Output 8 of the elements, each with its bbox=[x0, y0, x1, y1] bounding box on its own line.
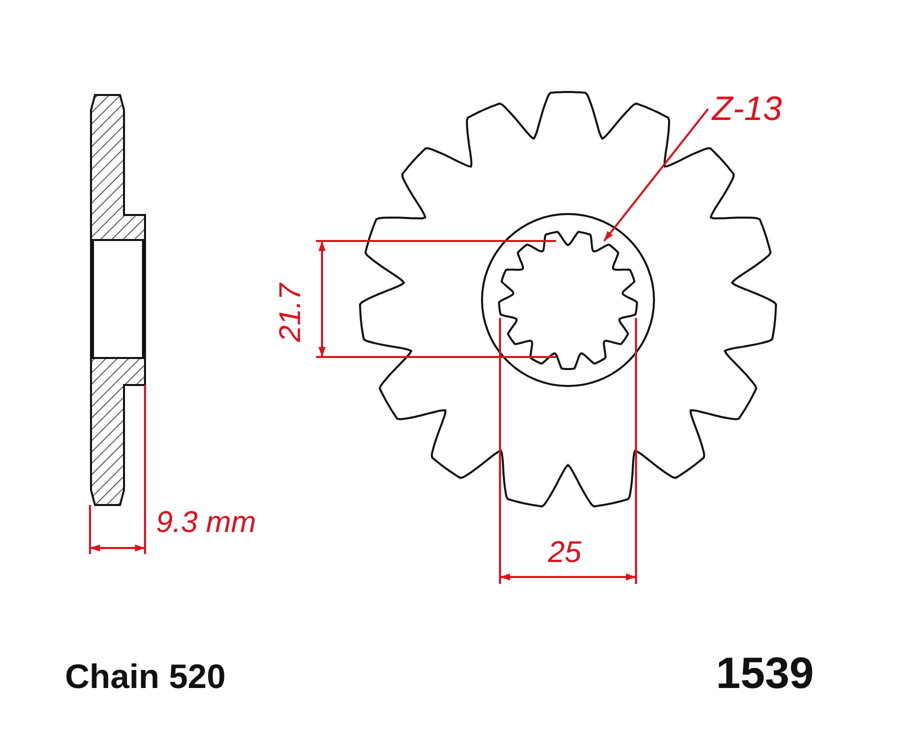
dimension-text: 21.7 bbox=[276, 284, 306, 342]
part-number-text: 1539 bbox=[716, 652, 814, 696]
dimension-text: 9.3 mm bbox=[156, 508, 256, 538]
chain-size-text: Chain 520 bbox=[65, 660, 226, 694]
leader-line bbox=[603, 108, 709, 242]
callout-label: Z-13 bbox=[712, 92, 782, 126]
dimension-text: 25 bbox=[548, 538, 582, 568]
splined-bore-drawing bbox=[498, 230, 638, 370]
